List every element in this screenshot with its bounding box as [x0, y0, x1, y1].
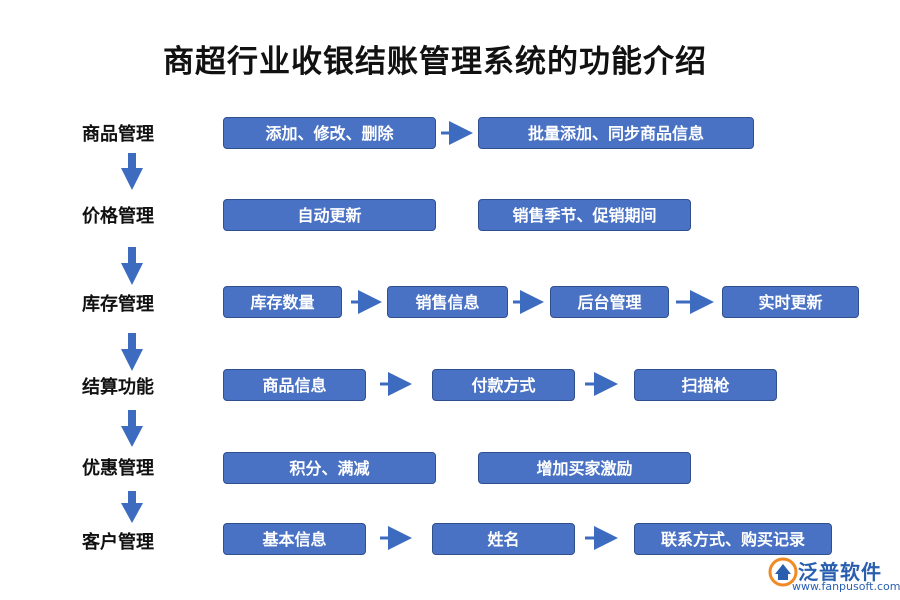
node-sales-info: 销售信息	[387, 286, 508, 318]
page-title: 商超行业收银结账管理系统的功能介绍	[163, 44, 707, 80]
category-product: 商品管理	[82, 124, 154, 145]
node-scanner: 扫描枪	[634, 369, 777, 401]
node-product-info: 商品信息	[223, 369, 366, 401]
node-stock-qty: 库存数量	[223, 286, 342, 318]
category-inventory: 库存管理	[82, 294, 154, 315]
brand-name: 泛普软件	[798, 560, 882, 584]
node-basic-info: 基本信息	[223, 523, 366, 555]
node-name: 姓名	[432, 523, 575, 555]
down-arrow-5	[121, 491, 143, 523]
brand-logo-icon	[768, 557, 798, 587]
category-price: 价格管理	[82, 206, 154, 227]
down-arrow-2	[121, 247, 143, 285]
node-points: 积分、满减	[223, 452, 436, 484]
node-batch-sync: 批量添加、同步商品信息	[478, 117, 754, 149]
node-add-edit-delete: 添加、修改、删除	[223, 117, 436, 149]
down-arrow-4	[121, 410, 143, 447]
down-arrow-1	[121, 153, 143, 190]
category-checkout: 结算功能	[82, 377, 154, 398]
node-buyer-incentive: 增加买家激励	[478, 452, 691, 484]
node-realtime: 实时更新	[722, 286, 859, 318]
node-payment: 付款方式	[432, 369, 575, 401]
category-discount: 优惠管理	[82, 458, 154, 479]
node-contact-history: 联系方式、购买记录	[634, 523, 832, 555]
down-arrow-3	[121, 333, 143, 371]
brand-url: www.fanpusoft.com	[792, 580, 900, 593]
category-customer: 客户管理	[82, 532, 154, 553]
node-auto-update: 自动更新	[223, 199, 436, 231]
node-backend: 后台管理	[550, 286, 669, 318]
node-season-promo: 销售季节、促销期间	[478, 199, 691, 231]
